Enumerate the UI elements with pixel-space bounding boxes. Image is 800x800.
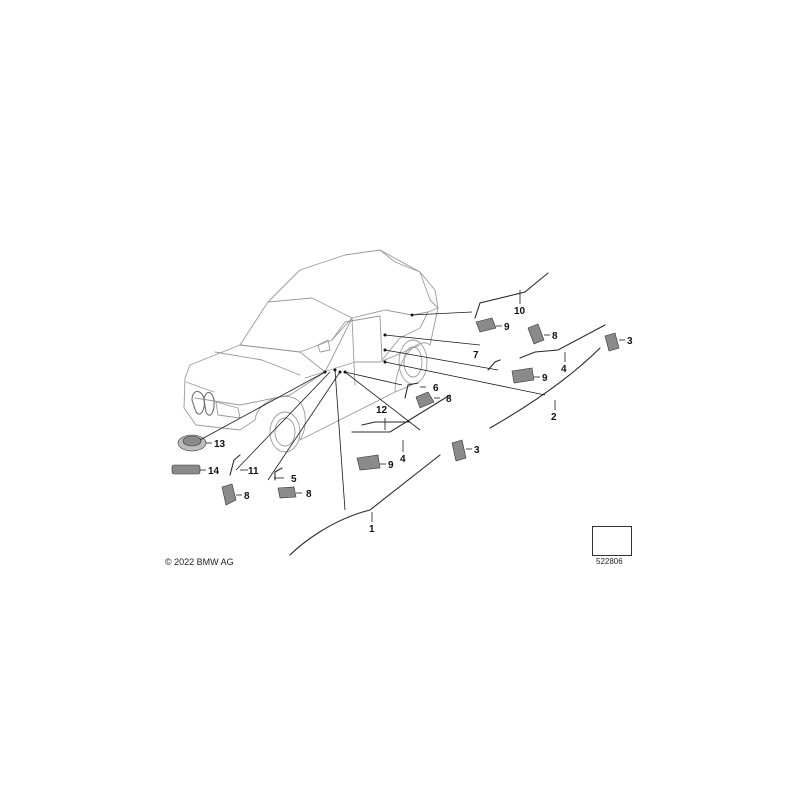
reference-number: 522806 <box>596 557 623 566</box>
cable-11 <box>229 454 241 476</box>
cable-4-lower <box>351 394 451 433</box>
callout-6: 6 <box>433 383 439 394</box>
callout-8d: 8 <box>552 331 558 342</box>
cable-4-upper <box>519 324 606 359</box>
leader-lines <box>199 290 625 522</box>
callout-1: 1 <box>369 524 375 535</box>
cables <box>229 272 606 556</box>
connector-8c <box>415 391 435 409</box>
callout-3a: 3 <box>627 336 633 347</box>
connector-9b <box>511 367 535 384</box>
connector-8a <box>221 483 237 506</box>
cable-10 <box>474 272 549 319</box>
callout-5: 5 <box>291 474 297 485</box>
callout-10: 10 <box>514 306 526 317</box>
callout-11: 11 <box>248 466 259 477</box>
antenna-disc-13 <box>177 434 207 452</box>
callout-8b: 8 <box>306 489 312 500</box>
callout-7: 7 <box>473 350 479 361</box>
components <box>171 317 620 506</box>
sensor-14 <box>171 464 201 475</box>
cable-12 <box>361 421 411 426</box>
cable-2 <box>489 347 601 429</box>
cable-6 <box>404 382 419 399</box>
connector-8d <box>527 323 545 345</box>
orientation-box <box>592 526 632 556</box>
copyright-notice: © 2022 BMW AG <box>165 557 234 567</box>
callout-9c: 9 <box>388 460 394 471</box>
callout-2: 2 <box>551 412 557 423</box>
sensor-3a <box>604 332 620 352</box>
connector-9a <box>475 317 497 333</box>
callout-14: 14 <box>208 466 220 477</box>
callout-4b: 4 <box>400 454 406 465</box>
callout-13: 13 <box>214 439 226 450</box>
cable-5 <box>274 467 283 481</box>
sensor-3b <box>451 439 467 462</box>
callout-9a: 9 <box>504 322 510 333</box>
connector-9c <box>356 454 381 471</box>
connector-8b <box>277 486 297 499</box>
callout-4a: 4 <box>561 364 567 375</box>
callout-9b: 9 <box>542 373 548 384</box>
callout-8a: 8 <box>244 491 250 502</box>
callout-3b: 3 <box>474 445 480 456</box>
cable-1 <box>289 454 441 556</box>
callout-12: 12 <box>376 405 388 416</box>
cable-7 <box>487 359 501 371</box>
callout-8c: 8 <box>446 394 452 405</box>
callout-labels: 1 2 3 3 4 4 5 6 7 8 8 8 8 9 9 9 10 11 12… <box>208 306 633 535</box>
